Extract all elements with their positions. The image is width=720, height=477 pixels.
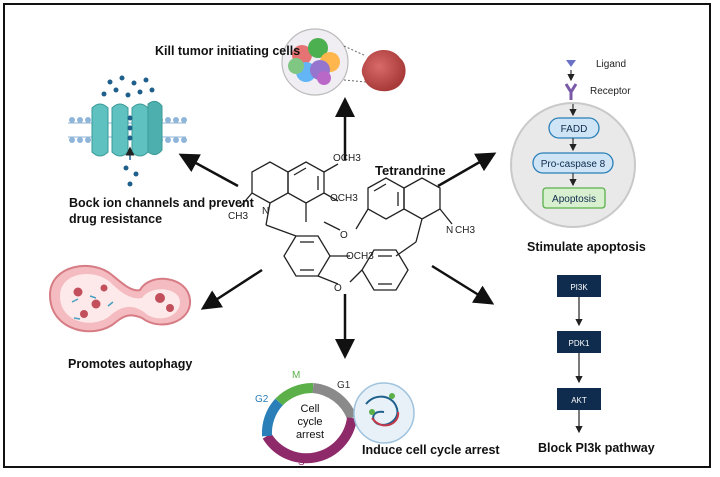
ligand-label: Ligand bbox=[596, 59, 626, 70]
label-ion-channels-line1: Bock ion channels and prevent bbox=[69, 196, 254, 210]
arrow-upleft bbox=[178, 153, 239, 188]
cycle-center-line3: arrest bbox=[296, 429, 324, 441]
label-stimulate-apoptosis: Stimulate apoptosis bbox=[527, 240, 646, 254]
autophagy-illustration bbox=[48, 265, 192, 333]
atom-och3-low: OCH3 bbox=[346, 251, 374, 262]
tetrandrine-title: Tetrandrine bbox=[375, 163, 446, 178]
nucleus-illustration bbox=[353, 382, 415, 444]
left-piperidine-ring bbox=[251, 161, 289, 204]
arrow-downleft bbox=[200, 268, 263, 310]
pi3k-panel bbox=[557, 275, 601, 434]
label-block-pi3k: Block PI3k pathway bbox=[538, 441, 655, 455]
receptor-label: Receptor bbox=[590, 86, 631, 97]
apoptosis-panel bbox=[510, 60, 636, 228]
pi3k-box bbox=[557, 275, 601, 297]
fadd-box bbox=[548, 117, 600, 139]
phase-arc-S bbox=[262, 417, 357, 464]
label-autophagy: Promotes autophagy bbox=[68, 357, 193, 371]
atom-n-right: N bbox=[446, 225, 453, 236]
phase-label-M: M bbox=[292, 370, 300, 381]
phase-arc-G1 bbox=[312, 383, 357, 420]
receptor-icon bbox=[564, 83, 578, 100]
label-ion-channels-line2: drug resistance bbox=[69, 212, 163, 226]
phase-arc-M bbox=[275, 383, 314, 406]
ion-channel-illustration bbox=[68, 75, 187, 187]
apoptosis-step-label: Apoptosis bbox=[552, 194, 596, 205]
main-arrows bbox=[178, 97, 497, 359]
outer-border bbox=[3, 3, 711, 468]
akt-label: AKT bbox=[571, 396, 587, 405]
pdk1-box bbox=[557, 331, 601, 353]
label-cell-cycle-arrest: Induce cell cycle arrest bbox=[362, 443, 500, 457]
cycle-center-line1: Cell bbox=[301, 403, 320, 415]
cycle-center-line2: cycle bbox=[297, 416, 322, 428]
atom-ch3-right: CH3 bbox=[455, 225, 475, 236]
atom-n-left: N bbox=[262, 206, 269, 217]
phase-label-G2: G2 bbox=[255, 394, 269, 405]
atom-o-bottom: O bbox=[334, 283, 342, 294]
arrow-upright bbox=[437, 152, 497, 188]
tetrandrine-structure bbox=[239, 161, 453, 291]
tetrandrine-atom-labels: OCH3 OCH3 O OCH3 O N N CH3 CH3 bbox=[228, 153, 475, 294]
ligand-icon bbox=[566, 60, 576, 67]
atom-och3-top: OCH3 bbox=[333, 153, 361, 164]
apoptosis-box bbox=[542, 187, 606, 209]
akt-box bbox=[557, 388, 601, 410]
phase-label-S: S bbox=[298, 457, 305, 468]
atom-och3-mid: OCH3 bbox=[330, 193, 358, 204]
atom-o-mid: O bbox=[340, 230, 348, 241]
phase-label-G1: G1 bbox=[337, 380, 351, 391]
pi3k-label: PI3K bbox=[570, 283, 588, 292]
fadd-label: FADD bbox=[561, 124, 588, 135]
label-kill-tumor: Kill tumor initiating cells bbox=[155, 44, 301, 58]
atom-ch3-left: CH3 bbox=[228, 211, 248, 222]
pdk1-label: PDK1 bbox=[569, 339, 590, 348]
cell-cycle-ring bbox=[261, 383, 357, 464]
arrow-downright bbox=[431, 264, 495, 305]
phase-arc-G2 bbox=[261, 398, 283, 437]
tumor-cells-illustration bbox=[281, 28, 406, 96]
right-piperidine-ring bbox=[403, 177, 441, 220]
procaspase-label: Pro-caspase 8 bbox=[541, 159, 606, 170]
